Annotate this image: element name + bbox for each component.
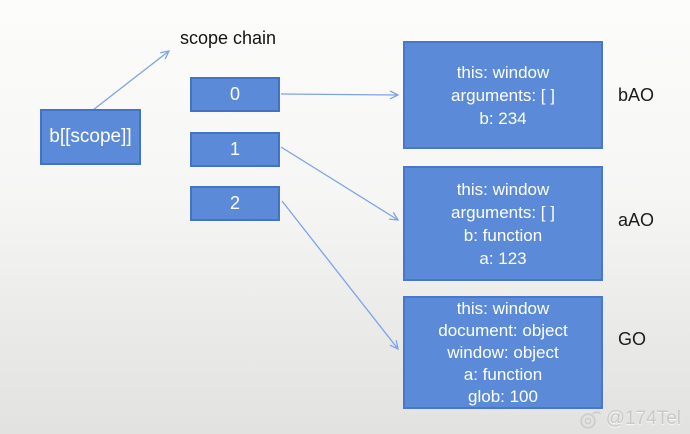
aao-side-label: aAO (618, 210, 655, 230)
chain-item-0: 0 (190, 77, 280, 112)
go-line: document: object (438, 320, 568, 340)
scope-reference-label: b[[scope]] (49, 126, 132, 147)
aao-line: arguments: [ ] (451, 202, 555, 222)
arrow-chain1-to-aao (280, 146, 398, 220)
go-line: glob: 100 (468, 386, 538, 406)
arrow-chain0-to-bao (280, 94, 398, 95)
chain-item-1-label: 1 (229, 139, 240, 159)
bao-side-label: bAO (618, 85, 655, 105)
aao-line: this: window (456, 179, 550, 199)
go-line: this: window (456, 298, 550, 318)
bao-line: arguments: [ ] (451, 85, 555, 105)
chain-item-1: 1 (190, 132, 280, 167)
bao-line: b: 234 (479, 108, 527, 128)
go-line: a: function (463, 364, 543, 384)
aao-line: a: 123 (479, 248, 527, 268)
weibo-eye-icon (580, 411, 601, 429)
bao-line: this: window (456, 62, 550, 82)
go-side-label: GO (618, 329, 647, 349)
chain-item-2-label: 2 (229, 193, 240, 213)
activation-object-bao: this: window arguments: [ ] b: 234 (403, 41, 603, 149)
arrow-scope-to-chain-label (92, 51, 169, 111)
global-object-go: this: window document: object window: ob… (403, 296, 603, 409)
scope-chain-title: scope chain (180, 28, 277, 48)
chain-item-0-label: 0 (229, 84, 240, 104)
arrow-chain2-to-go (281, 200, 398, 349)
scope-reference-box: b[[scope]] (40, 109, 141, 165)
watermark: @174Tel (578, 408, 681, 430)
go-line: window: object (447, 342, 559, 362)
watermark-text: @174Tel (605, 408, 681, 429)
chain-item-2: 2 (190, 186, 280, 221)
aao-line: b: function (463, 225, 543, 245)
activation-object-aao: this: window arguments: [ ] b: function … (403, 166, 603, 281)
